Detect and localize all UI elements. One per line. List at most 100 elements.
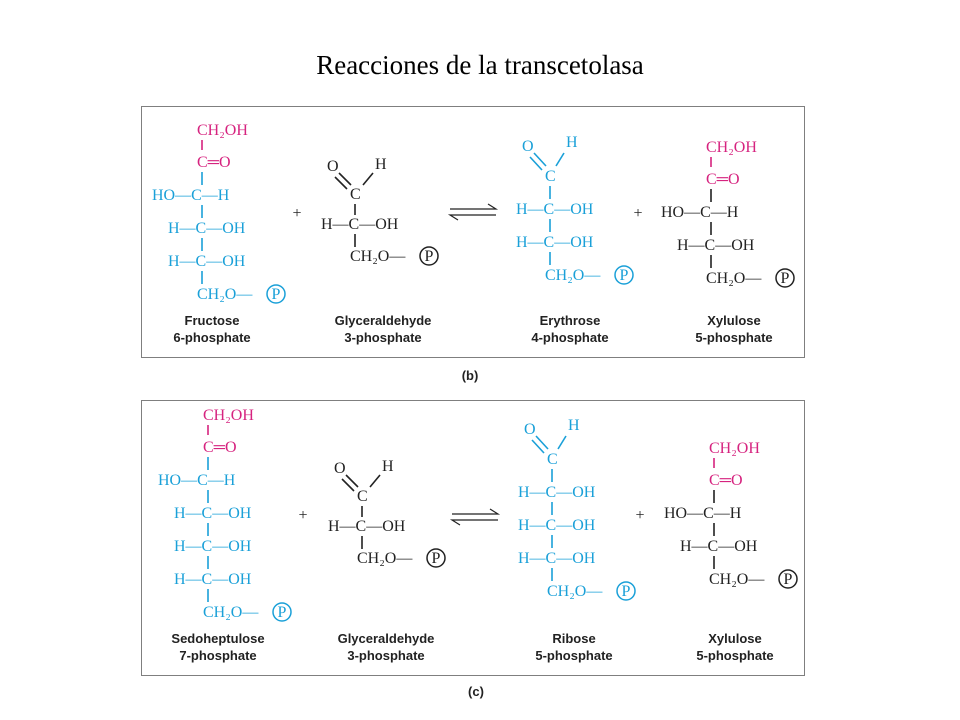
phosphate-label: P <box>432 550 441 567</box>
chiral-center-group: H—C—OH <box>328 518 406 535</box>
compound-name: Fructose <box>185 313 240 328</box>
aldehyde-hydrogen: H <box>375 156 387 173</box>
panel-label-c: (c) <box>468 684 484 699</box>
chiral-center-group: H—C—OH <box>168 253 246 270</box>
ch2o-phosphate-group: CH₂O— <box>545 267 601 284</box>
aldehyde-oxygen: O <box>334 460 346 477</box>
phosphate-label: P <box>622 583 631 600</box>
bond-double-a <box>345 474 359 488</box>
aldehyde-hydrogen: H <box>566 134 578 151</box>
chiral-center-group: H—C—OH <box>174 538 252 555</box>
chiral-center-group: H—C—OH <box>516 234 594 251</box>
compound-name: Erythrose <box>540 313 601 328</box>
bond-double-a <box>535 435 549 450</box>
aldehyde-carbon: C <box>545 168 556 185</box>
compound-phosphate-label: 3-phosphate <box>344 330 421 345</box>
aldehyde-carbon: C <box>350 186 361 203</box>
phosphate-label: P <box>781 270 790 287</box>
phosphate-label: P <box>425 248 434 265</box>
ch2o-phosphate-group: CH₂O— <box>357 550 413 567</box>
compound-name: Glyceraldehyde <box>338 631 435 646</box>
phosphate-icon <box>419 246 439 266</box>
compound-name: Ribose <box>552 631 595 646</box>
chiral-center-group: H—C—OH <box>321 216 399 233</box>
panel-label-b: (b) <box>461 368 479 383</box>
phosphate-icon <box>272 602 292 622</box>
chiral-center-group: H—C—OH <box>518 484 596 501</box>
chiral-center-group: H—C—OH <box>680 538 758 555</box>
aldehyde-carbon: C <box>357 488 368 505</box>
compound-phosphate-label: 5-phosphate <box>695 330 772 345</box>
carbonyl-group: C═O <box>709 472 743 489</box>
ch2oh-group: CH₂OH <box>197 122 248 139</box>
bond-double-b <box>341 478 355 492</box>
chiral-center-group: HO—C—H <box>661 204 739 221</box>
ch2o-phosphate-group: CH₂O— <box>547 583 603 600</box>
phosphate-label: P <box>620 267 629 284</box>
plus-sign: + <box>298 507 307 524</box>
chiral-center-group: H—C—OH <box>174 505 252 522</box>
bond-double-b <box>529 156 543 171</box>
plus-sign: + <box>633 205 642 222</box>
chiral-center-group: HO—C—H <box>664 505 742 522</box>
carbonyl-group: C═O <box>197 154 231 171</box>
ch2oh-group: CH₂OH <box>203 407 254 424</box>
reaction-c-panel <box>141 400 805 676</box>
plus-sign: + <box>635 507 644 524</box>
phosphate-label: P <box>272 286 281 303</box>
carbonyl-group: C═O <box>203 439 237 456</box>
aldehyde-oxygen: O <box>524 421 536 438</box>
compound-name: Sedoheptulose <box>171 631 264 646</box>
aldehyde-carbon: C <box>547 451 558 468</box>
compound-phosphate-label: 4-phosphate <box>531 330 608 345</box>
phosphate-icon <box>266 284 286 304</box>
aldehyde-hydrogen: H <box>568 417 580 434</box>
phosphate-label: P <box>784 571 793 588</box>
ch2o-phosphate-group: CH₂O— <box>350 248 406 265</box>
chiral-center-group: H—C—OH <box>174 571 252 588</box>
compound-phosphate-label: 5-phosphate <box>696 648 773 663</box>
aldehyde-oxygen: O <box>522 138 534 155</box>
compound-phosphate-label: 3-phosphate <box>347 648 424 663</box>
plus-sign: + <box>292 205 301 222</box>
ch2o-phosphate-group: CH₂O— <box>706 270 762 287</box>
compound-phosphate-label: 5-phosphate <box>535 648 612 663</box>
chiral-center-group: H—C—OH <box>168 220 246 237</box>
compound-name: Glyceraldehyde <box>335 313 432 328</box>
compound-phosphate-label: 7-phosphate <box>179 648 256 663</box>
equilibrium-arrows-icon <box>449 508 501 526</box>
chiral-center-group: H—C—OH <box>516 201 594 218</box>
phosphate-icon <box>614 265 634 285</box>
compound-name: Xylulose <box>707 313 760 328</box>
chiral-center-group: HO—C—H <box>152 187 230 204</box>
compound-name: Xylulose <box>708 631 761 646</box>
compound-phosphate-label: 6-phosphate <box>173 330 250 345</box>
ch2o-phosphate-group: CH₂O— <box>709 571 765 588</box>
bond-double-a <box>338 172 352 186</box>
bond-single <box>362 172 374 186</box>
equilibrium-arrows-icon <box>447 203 499 221</box>
bond-single <box>369 474 381 488</box>
slide-title: Reacciones de la transcetolasa <box>316 50 644 80</box>
ch2oh-group: CH₂OH <box>706 139 757 156</box>
chiral-center-group: H—C—OH <box>677 237 755 254</box>
bond-double-b <box>334 176 348 190</box>
chiral-center-group: H—C—OH <box>518 517 596 534</box>
ch2oh-group: CH₂OH <box>709 440 760 457</box>
carbonyl-group: C═O <box>706 171 740 188</box>
bond-single <box>557 435 567 450</box>
ch2o-phosphate-group: CH₂O— <box>197 286 253 303</box>
chiral-center-group: H—C—OH <box>518 550 596 567</box>
ch2o-phosphate-group: CH₂O— <box>203 604 259 621</box>
bond-double-a <box>533 152 547 167</box>
phosphate-label: P <box>278 604 287 621</box>
bond-single <box>555 152 565 167</box>
aldehyde-hydrogen: H <box>382 458 394 475</box>
phosphate-icon <box>616 581 636 601</box>
phosphate-icon <box>778 569 798 589</box>
chiral-center-group: HO—C—H <box>158 472 236 489</box>
reaction-b-panel <box>141 106 805 358</box>
bond-double-b <box>531 439 545 454</box>
phosphate-icon <box>426 548 446 568</box>
